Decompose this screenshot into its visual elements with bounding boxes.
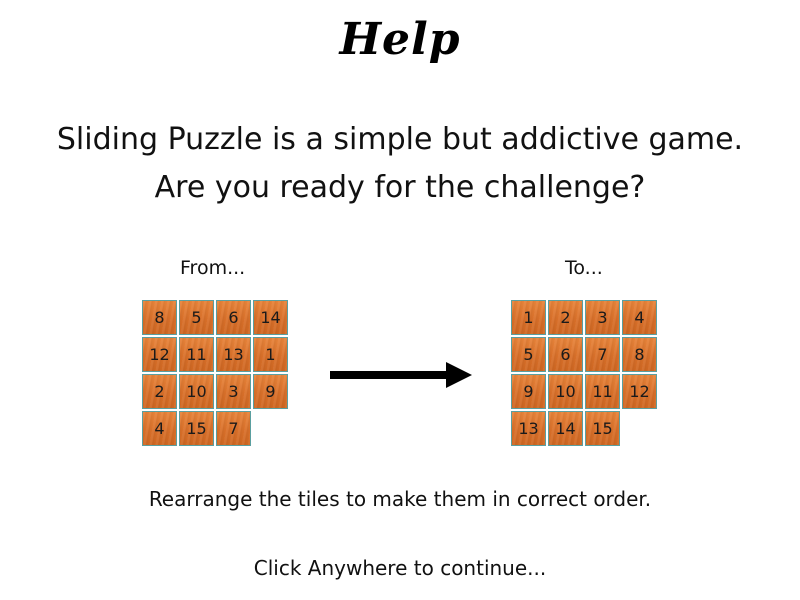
puzzle-tile: 3 [216,374,251,409]
empty-slot [622,411,657,446]
puzzle-tile: 4 [142,411,177,446]
puzzle-tile: 13 [511,411,546,446]
puzzle-tile: 10 [548,374,583,409]
intro-line-1: Sliding Puzzle is a simple but addictive… [56,122,744,157]
puzzle-tile: 11 [179,337,214,372]
to-label: To... [565,257,603,279]
puzzle-tile: 10 [179,374,214,409]
intro-line-2: Are you ready for the challenge? [154,170,646,205]
help-title: Help [339,14,461,65]
puzzle-tile: 13 [216,337,251,372]
puzzle-tile: 6 [548,337,583,372]
puzzle-tile: 5 [179,300,214,335]
puzzle-tile: 4 [622,300,657,335]
puzzle-tile: 12 [622,374,657,409]
puzzle-tile: 8 [142,300,177,335]
empty-slot [253,411,288,446]
puzzle-tile: 5 [511,337,546,372]
puzzle-tile: 9 [253,374,288,409]
puzzle-tile: 2 [548,300,583,335]
puzzle-tile: 1 [253,337,288,372]
puzzle-tile: 14 [548,411,583,446]
puzzle-tile: 7 [585,337,620,372]
puzzle-tile: 2 [142,374,177,409]
puzzle-tile: 8 [622,337,657,372]
puzzle-tile: 15 [585,411,620,446]
instruction-text: Rearrange the tiles to make them in corr… [148,487,652,511]
puzzle-tile: 6 [216,300,251,335]
right-arrow-icon [330,362,472,388]
puzzle-tile: 7 [216,411,251,446]
puzzle-tile: 3 [585,300,620,335]
puzzle-tile: 9 [511,374,546,409]
puzzle-tile: 14 [253,300,288,335]
continue-prompt[interactable]: Click Anywhere to continue... [253,556,547,580]
puzzle-tile: 12 [142,337,177,372]
puzzle-tile: 1 [511,300,546,335]
puzzle-tile: 11 [585,374,620,409]
puzzle-tile: 15 [179,411,214,446]
from-label: From... [180,257,246,279]
